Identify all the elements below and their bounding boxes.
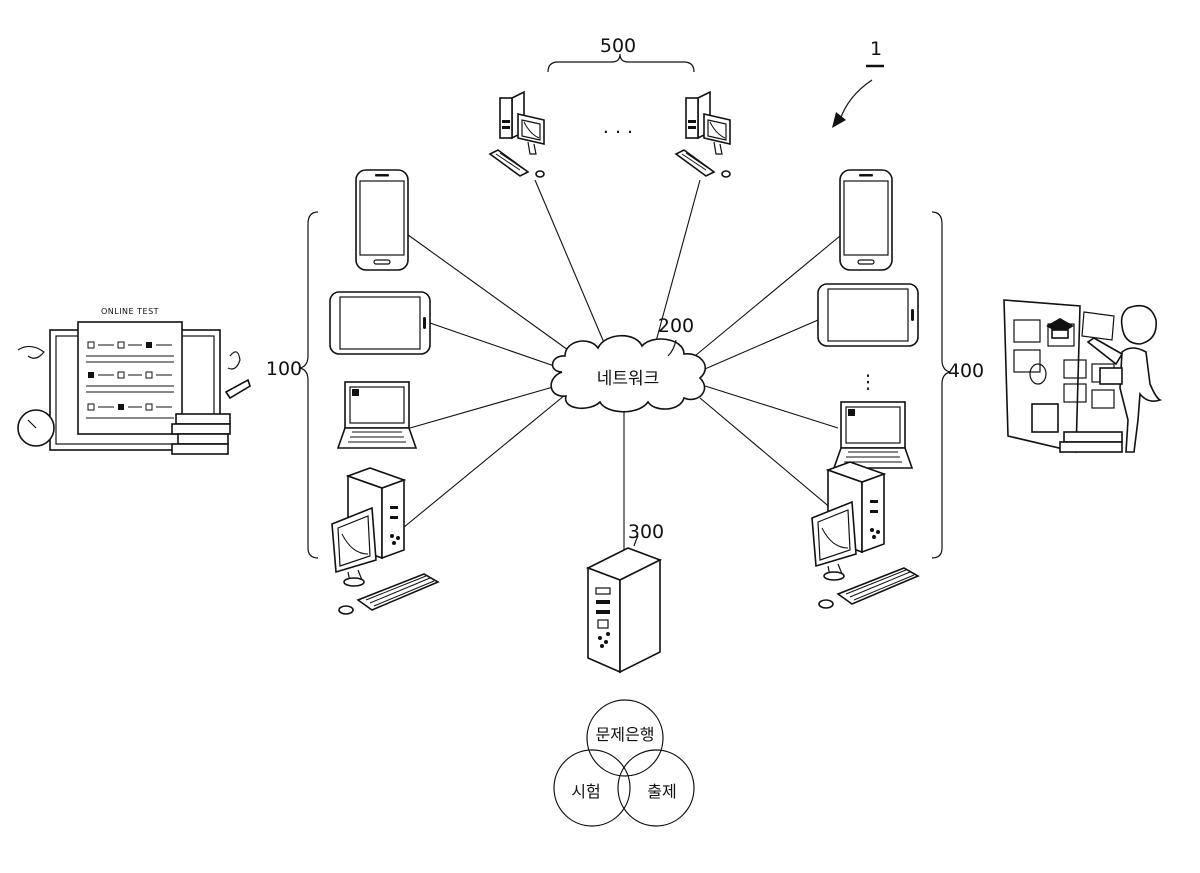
- instructor-desktop: [812, 462, 918, 608]
- online-test-label: ONLINE TEST: [101, 307, 159, 316]
- server-ref: 300: [628, 521, 664, 543]
- admin-computer-left: [490, 92, 544, 177]
- server: 300: [588, 521, 664, 672]
- learner-smartphone: [356, 170, 408, 270]
- network-label: 네트워크: [597, 369, 660, 389]
- instructor-laptop: [834, 402, 912, 468]
- admin-group-ref: 500: [600, 35, 636, 57]
- presenter-figure: [1088, 306, 1160, 452]
- system-ref-label: 1: [870, 38, 882, 60]
- instructor-brace: [932, 212, 950, 558]
- learner-tablet: [330, 292, 430, 354]
- system-ref: 1: [832, 38, 884, 128]
- learner-group-ref: 100: [266, 358, 302, 380]
- admin-computer-right: [676, 92, 730, 177]
- learner-devices: 100: [266, 170, 438, 614]
- instructor-tablet: [818, 284, 918, 346]
- instructor-group-ref: 400: [948, 360, 984, 382]
- venn-label-right: 출제: [647, 782, 676, 801]
- instructor-ellipsis: ⋮: [859, 371, 878, 393]
- learner-desktop: [332, 468, 438, 614]
- instructor-devices: ⋮ 400: [812, 170, 984, 608]
- learner-brace: [300, 212, 318, 558]
- system-ref-arrow-icon: [832, 112, 846, 128]
- books-stack-icon: [172, 414, 230, 454]
- admin-terminals: . . . 500: [490, 35, 730, 177]
- venn-label-top: 문제은행: [596, 725, 655, 744]
- books-pile-icon: [1060, 432, 1122, 452]
- network-cloud: 네트워크: [551, 336, 705, 412]
- venn-diagram: 문제은행 시험 출제: [554, 700, 694, 826]
- learner-laptop: [338, 382, 416, 448]
- online-test-illustration: ONLINE TEST: [18, 307, 250, 454]
- venn-label-left: 시험: [571, 782, 600, 801]
- instructor-smartphone: [840, 170, 892, 270]
- network-ref-label: 200: [658, 315, 694, 337]
- admin-ellipsis: . . .: [603, 116, 633, 138]
- server-tower: [588, 548, 660, 672]
- instructor-illustration: [1004, 300, 1160, 452]
